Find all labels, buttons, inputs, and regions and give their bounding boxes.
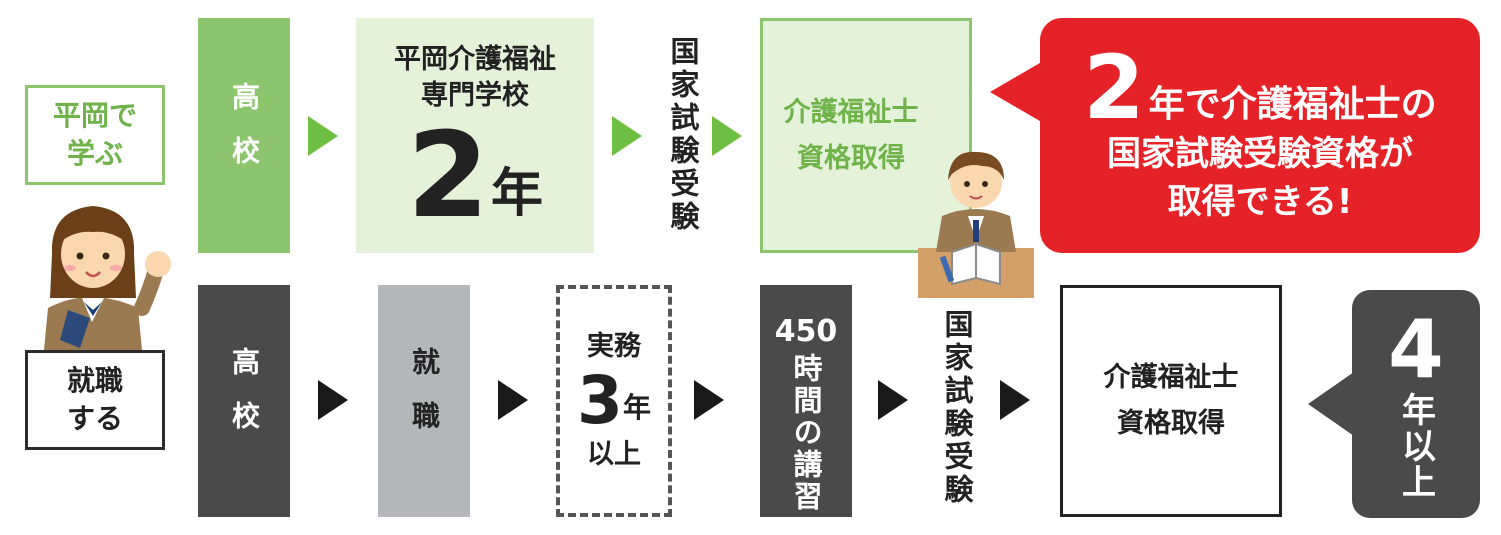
callout-top-tail (990, 60, 1045, 124)
bangs-shape (60, 219, 126, 242)
top-exam-label: 国家試験受験 (658, 30, 708, 240)
callout-top-number: 2 (1083, 35, 1145, 139)
bag-shape (60, 310, 90, 348)
bottom-high-school-box: 高校 (198, 285, 290, 517)
label-get-job: 就職 する (25, 350, 165, 450)
school-box: 平岡介護福祉 専門学校 2 年 (356, 18, 594, 253)
eye-shape (76, 252, 84, 260)
callout-top-line2: 国家試験受験資格が (1107, 133, 1413, 174)
bottom-cert-line1: 介護福祉士 (1103, 362, 1239, 393)
arrow-right-icon (612, 116, 642, 156)
employment-text: 就職 (408, 347, 441, 455)
callout-top-line1: 2 年で介護福祉士の (1083, 35, 1437, 139)
bottom-high-school-text: 高校 (228, 347, 261, 455)
arrow-right-icon (1000, 380, 1030, 420)
arrow-right-icon (712, 116, 742, 156)
waving-hand-shape (145, 251, 171, 277)
arrow-right-icon (308, 116, 338, 156)
label-job-line1: 就職 (66, 364, 123, 397)
arrow-right-icon (694, 380, 724, 420)
school-name-line1: 平岡介護福祉 (394, 43, 556, 75)
face-shape (950, 156, 1002, 208)
label-study-at-hiraoka: 平岡で 学ぶ (25, 85, 165, 185)
label-study-line1: 平岡で (52, 99, 137, 132)
callout-top: 2 年で介護福祉士の 国家試験受験資格が 取得できる! (1040, 18, 1480, 253)
top-high-school-box: 高校 (198, 18, 290, 253)
bottom-cert-line2: 資格取得 (1117, 408, 1225, 439)
callout-bottom-number: 4 (1388, 303, 1444, 396)
practice-suffix: 以上 (587, 439, 641, 470)
student-girl-illustration (44, 206, 171, 350)
mouth-shape (85, 271, 101, 278)
bottom-exam-label: 国家試験受験 (932, 300, 982, 515)
training-text: 時間の講習 (789, 353, 823, 513)
school-years-unit: 年 (491, 163, 544, 224)
callout-bottom-unit: 年以上 (1395, 392, 1436, 500)
arrow-right-icon (498, 380, 528, 420)
bottom-exam-text: 国家試験受験 (940, 308, 974, 507)
practice-years-number: 3 (577, 362, 623, 439)
label-study-line2: 学ぶ (66, 137, 123, 170)
practice-years-unit: 年 (622, 391, 651, 424)
label-job-line2: する (66, 402, 123, 435)
cheek-shape (64, 265, 76, 271)
callout-top-line3: 取得できる! (1167, 181, 1353, 222)
hair-shape (948, 151, 1004, 180)
top-exam-text: 国家試験受験 (666, 36, 700, 234)
practice-title: 実務 (587, 331, 641, 362)
callout-bottom: 4 年以上 (1352, 290, 1480, 518)
tie-shape (973, 220, 979, 242)
eye-shape (102, 252, 110, 260)
school-years-number: 2 (406, 105, 490, 244)
studying-student-illustration (918, 151, 1034, 298)
top-cert-box: 介護福祉士 資格取得 (760, 18, 972, 253)
arrow-right-icon (318, 380, 348, 420)
ribbon-shape (84, 302, 102, 316)
cheek-shape (110, 265, 122, 271)
eye-shape (982, 181, 988, 187)
top-cert-line2: 資格取得 (797, 142, 905, 174)
practice-box: 実務 3 年 以上 (556, 285, 672, 517)
arrow-right-icon (878, 380, 908, 420)
practice-duration: 3 年 (577, 366, 651, 436)
employment-box: 就職 (378, 285, 470, 517)
mouth-shape (969, 195, 983, 200)
bottom-cert-box: 介護福祉士 資格取得 (1060, 285, 1282, 517)
face-shape (61, 220, 125, 288)
training-hours: 450 (774, 314, 838, 349)
callout-top-line1-text: 年で介護福祉士の (1148, 83, 1437, 125)
top-high-school-text: 高校 (228, 81, 261, 190)
training-box: 450 時間の講習 (760, 285, 852, 517)
top-cert-line1: 介護福祉士 (783, 96, 919, 128)
callout-bottom-tail (1308, 372, 1354, 436)
eye-shape (964, 181, 970, 187)
school-name-line2: 専門学校 (421, 79, 529, 111)
school-duration: 2 年 (406, 105, 544, 244)
pen-shape (939, 255, 955, 283)
